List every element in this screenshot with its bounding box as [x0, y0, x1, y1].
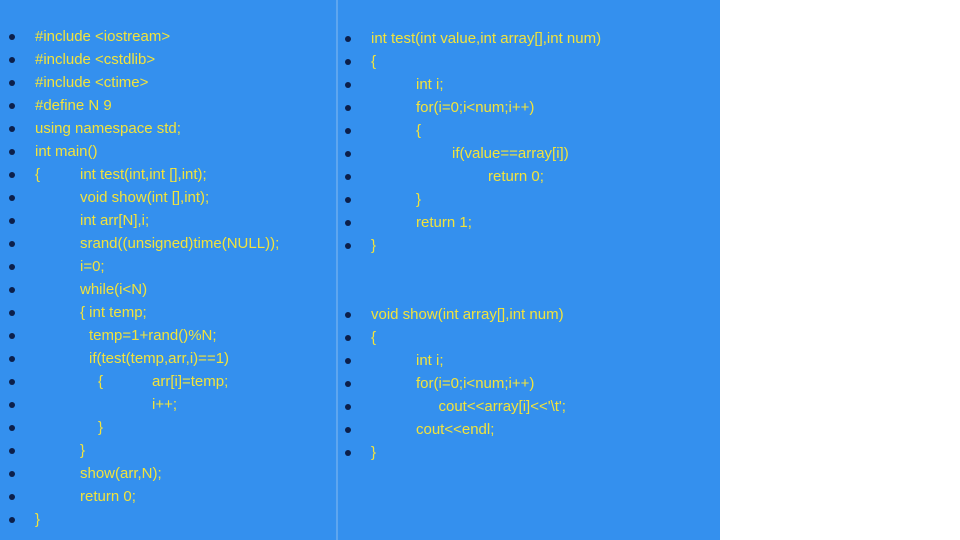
code-line: { [371, 329, 377, 346]
code-line: temp=1+rand()%N; [89, 327, 217, 344]
code-line: } [35, 511, 41, 528]
bullet-dot [9, 379, 15, 385]
code-line: void show(int array[],int num) [371, 306, 564, 323]
code-line: int i; [416, 76, 444, 93]
code-line-continuation: int test(int,int [],int); [80, 166, 207, 183]
bullet-dot [345, 151, 351, 157]
bullet-dot [345, 335, 351, 341]
bullet-dot [345, 450, 351, 456]
code-line: { [35, 166, 41, 183]
panel-divider [336, 0, 338, 540]
code-line: } [98, 419, 104, 436]
code-line: using namespace std; [35, 120, 181, 137]
code-line: } [371, 237, 377, 254]
bullet-dot [345, 381, 351, 387]
bullet-dot [9, 264, 15, 270]
bullet-dot [9, 218, 15, 224]
code-line: } [371, 444, 377, 461]
bullet-dot [9, 34, 15, 40]
bullet-dot [9, 103, 15, 109]
code-line: #include <cstdlib> [35, 51, 156, 68]
bullet-dot [345, 197, 351, 203]
code-slide: #include <iostream> #include <cstdlib> #in… [0, 0, 720, 540]
bullet-dot [9, 494, 15, 500]
bullet-dot [9, 80, 15, 86]
code-line: for(i=0;i<num;i++) [416, 375, 535, 392]
bullet-dot [9, 241, 15, 247]
bullet-dot [9, 149, 15, 155]
bullet-dot [345, 174, 351, 180]
bullet-dot [345, 105, 351, 111]
code-line: } [416, 191, 422, 208]
code-line: { [98, 373, 104, 390]
code-line: if(test(temp,arr,i)==1) [89, 350, 230, 367]
code-line: srand((unsigned)time(NULL)); [80, 235, 280, 252]
code-line: { [371, 53, 377, 70]
bullet-dot [9, 126, 15, 132]
code-line: cout<<array[i]<<'\t'; [438, 398, 566, 415]
code-line: #include <ctime> [35, 74, 149, 91]
bullet-dot [345, 59, 351, 65]
code-line: #include <iostream> [35, 28, 171, 45]
bullet-dot [9, 402, 15, 408]
code-line: if(value==array[i]) [452, 145, 569, 162]
bullet-dot [9, 425, 15, 431]
bullet-dot [9, 333, 15, 339]
code-line: while(i<N) [80, 281, 148, 298]
bullet-dot [9, 448, 15, 454]
bullet-dot [9, 195, 15, 201]
bullet-dot [9, 310, 15, 316]
code-line: { int temp; [80, 304, 147, 321]
bullet-dot [9, 356, 15, 362]
bullet-dot [345, 243, 351, 249]
code-line: int i; [416, 352, 444, 369]
code-line: #define N 9 [35, 97, 112, 114]
code-line: void show(int [],int); [80, 189, 210, 206]
bullet-dot [345, 427, 351, 433]
bullet-dot [9, 57, 15, 63]
bullet-dot [9, 517, 15, 523]
bullet-dot [345, 312, 351, 318]
code-line: return 0; [80, 488, 136, 505]
bullet-dot [345, 128, 351, 134]
bullet-dot [345, 404, 351, 410]
right-code-panel: int test(int value,int array[],int num) {… [338, 0, 720, 540]
left-code-panel: #include <iostream> #include <cstdlib> #in… [0, 0, 336, 540]
bullet-dot [9, 287, 15, 293]
code-line: for(i=0;i<num;i++) [416, 99, 535, 116]
code-line: cout<<endl; [416, 421, 495, 438]
code-line: i=0; [80, 258, 105, 275]
code-line: int test(int value,int array[],int num) [371, 30, 602, 47]
code-line-continuation: arr[i]=temp; [152, 373, 229, 390]
code-line: } [80, 442, 86, 459]
code-line: return 0; [488, 168, 544, 185]
bullet-dot [345, 82, 351, 88]
bullet-dot [9, 471, 15, 477]
code-line: return 1; [416, 214, 472, 231]
bullet-dot [345, 36, 351, 42]
code-line: int main() [35, 143, 98, 160]
bullet-dot [9, 172, 15, 178]
bullet-dot [345, 358, 351, 364]
code-line: i++; [152, 396, 178, 413]
code-line: int arr[N],i; [80, 212, 150, 229]
code-line: { [416, 122, 422, 139]
bullet-dot [345, 220, 351, 226]
code-line: show(arr,N); [80, 465, 162, 482]
